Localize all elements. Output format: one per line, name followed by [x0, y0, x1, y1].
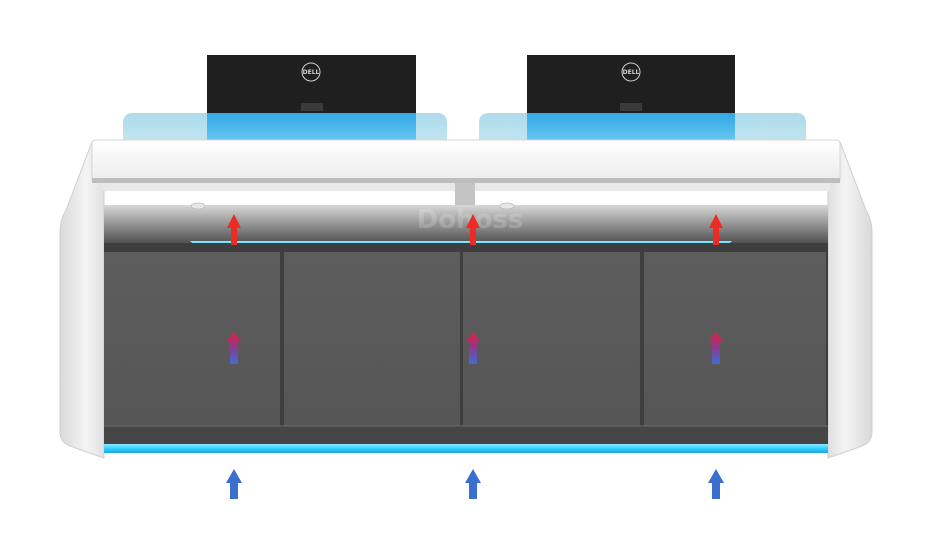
- desk-top-bar: [91, 139, 841, 209]
- cabinet-door-2[interactable]: [284, 252, 460, 426]
- cabinet-door-4[interactable]: [644, 252, 826, 426]
- cabinet-body: [104, 243, 828, 445]
- vent-band: [104, 205, 828, 245]
- cabinet-door-3[interactable]: [463, 252, 640, 426]
- hot-air-arrow: [709, 214, 723, 245]
- cable-grommet-right: [499, 202, 515, 210]
- side-panel-right: [827, 141, 873, 459]
- glass-panel-left: [123, 113, 447, 142]
- hot-air-arrow: [466, 214, 480, 245]
- cool-air-arrow: [226, 469, 242, 499]
- bottom-led-strip: [104, 444, 828, 453]
- internal-airflow-arrow: [226, 332, 242, 364]
- hot-air-arrow: [227, 214, 241, 245]
- internal-airflow-arrow: [708, 332, 724, 364]
- glass-panel-right: [479, 113, 806, 142]
- dell-logo-icon: [301, 62, 321, 82]
- monitor-brand-left: DELL: [303, 69, 320, 76]
- cabinet-door-1[interactable]: [104, 252, 280, 426]
- internal-airflow-arrow: [465, 332, 481, 364]
- side-panel-left: [59, 141, 105, 459]
- monitor-brand-right: DELL: [623, 69, 640, 76]
- dell-logo-icon: [621, 62, 641, 82]
- cable-grommet-left: [190, 202, 206, 210]
- cool-air-arrow: [465, 469, 481, 499]
- cool-air-arrow: [708, 469, 724, 499]
